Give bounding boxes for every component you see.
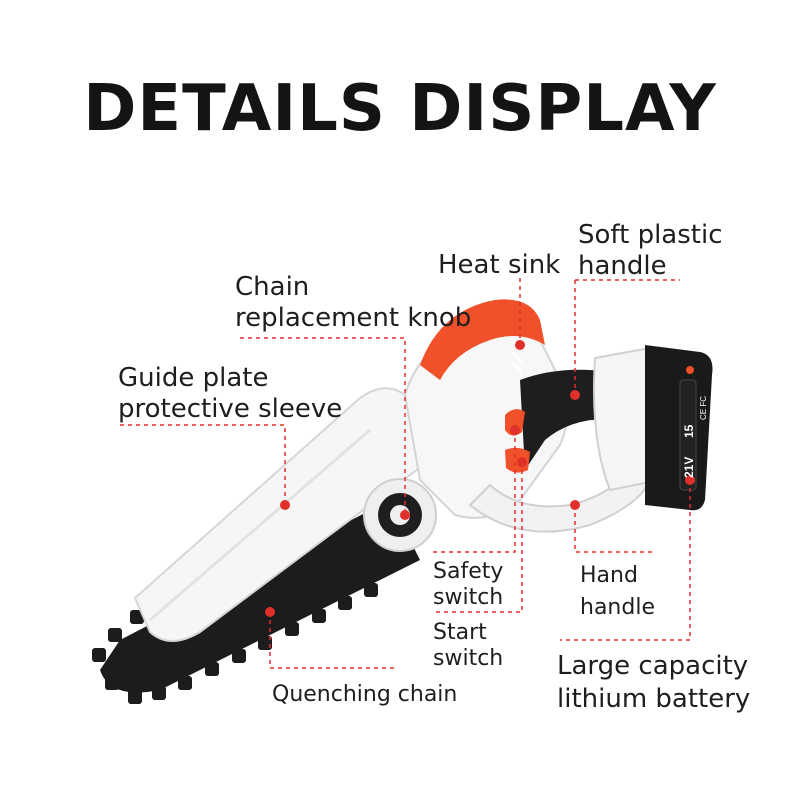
heat-sink (420, 299, 545, 380)
safety-switch (505, 409, 525, 436)
label-soft-plastic-handle: Soft plastic handle (578, 220, 723, 282)
leader-lines (120, 278, 691, 669)
label-guide-plate-sleeve: Guide plate protective sleeve (118, 363, 343, 425)
battery-capacity: 15 (682, 424, 696, 438)
label-chain-replacement-knob: Chain replacement knob (235, 272, 472, 334)
label-quenching-chain: Quenching chain (272, 682, 458, 707)
label-hand-handle: Hand handle (580, 563, 655, 620)
battery-certs: CE FC (699, 396, 708, 420)
battery-housing (593, 346, 662, 492)
battery-voltage: 21V (682, 457, 696, 478)
battery-pack (645, 345, 713, 511)
page-title: DETAILS DISPLAY (83, 72, 717, 146)
label-heat-sink: Heat sink (438, 250, 561, 280)
guide-bar (92, 500, 420, 704)
label-safety-switch: Safety switch (433, 559, 504, 611)
leader-dots (265, 340, 695, 617)
label-start-switch: Start switch (433, 620, 504, 672)
label-battery: Large capacity lithium battery (557, 651, 751, 714)
